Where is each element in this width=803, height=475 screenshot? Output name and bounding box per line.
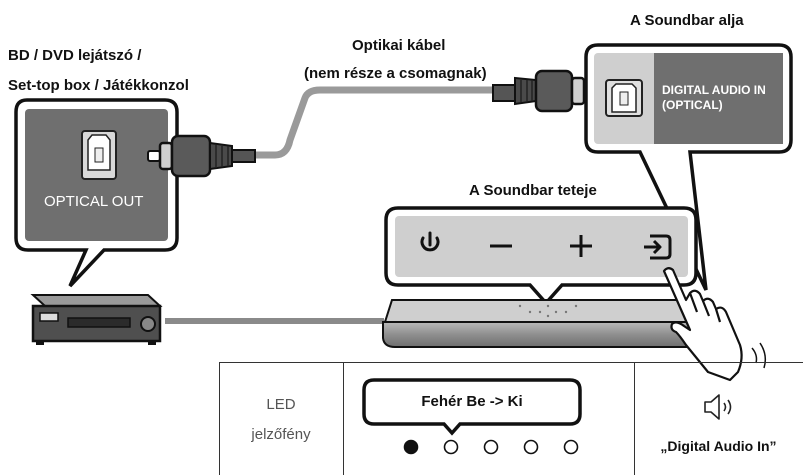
led-indicators xyxy=(403,439,579,455)
source-device-label-line1: BD / DVD lejátszó / xyxy=(8,47,142,64)
led-state-text: Fehér Be -> Ki xyxy=(421,393,523,410)
led-dot-4 xyxy=(523,439,539,455)
plus-icon xyxy=(570,235,592,257)
optical-plug-right-icon xyxy=(492,69,596,113)
power-icon xyxy=(420,231,440,252)
digital-audio-in-label-line2: (OPTICAL) xyxy=(662,98,723,112)
bd-dvd-player-icon xyxy=(30,294,163,345)
digital-audio-in-callout xyxy=(584,43,793,291)
led-state-bubble xyxy=(362,378,582,436)
digital-audio-in-label-line1: DIGITAL AUDIO IN xyxy=(662,83,766,97)
speaker-icon xyxy=(704,394,732,420)
led-col-label-line2: jelzőfény xyxy=(251,426,311,443)
cable-label-line2: (nem része a csomagnak) xyxy=(304,65,487,82)
input-source-icon xyxy=(644,234,672,260)
optical-cable xyxy=(251,86,509,159)
soundbar-top-title: A Soundbar teteje xyxy=(469,182,597,199)
led-dot-3 xyxy=(483,439,499,455)
source-device-label-line2: Set-top box / Játékkonzol xyxy=(8,77,189,94)
soundbar-bottom-title: A Soundbar alja xyxy=(630,12,744,29)
led-dot-1 xyxy=(403,439,419,455)
optical-out-label: OPTICAL OUT xyxy=(44,193,144,210)
soundbar-icon xyxy=(382,299,714,348)
led-dot-2 xyxy=(443,439,459,455)
soundbar-top-callout xyxy=(384,206,698,306)
hand-pointer-icon xyxy=(662,267,743,382)
optical-plug-left-icon xyxy=(147,134,256,178)
cable-label-line1: Optikai kábel xyxy=(352,37,446,54)
optical-out-callout xyxy=(14,98,179,288)
voice-prompt-text: „Digital Audio In” xyxy=(660,438,777,454)
led-col-label-line1: LED xyxy=(266,396,296,413)
led-dot-5 xyxy=(563,439,579,455)
